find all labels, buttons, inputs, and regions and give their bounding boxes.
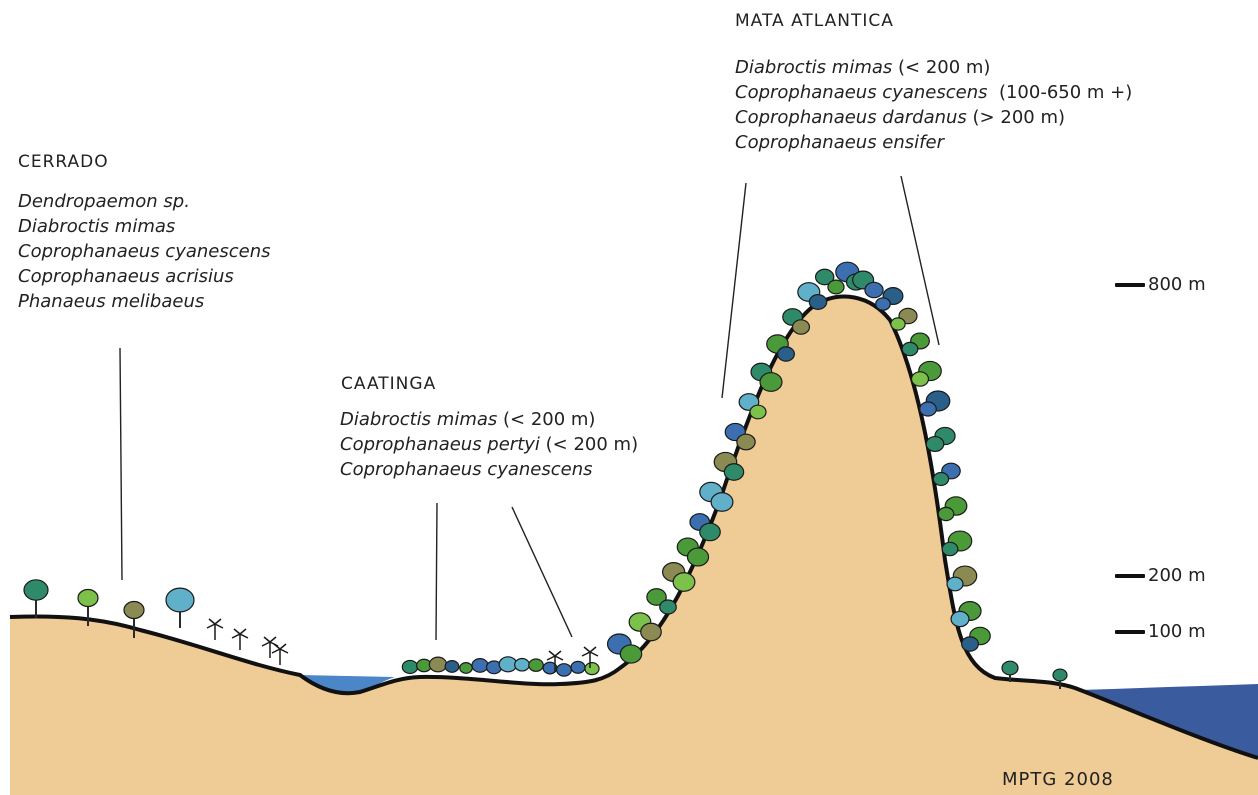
species-entry: Phanaeus melibaeus bbox=[18, 289, 271, 314]
tree-canopy bbox=[711, 493, 733, 512]
cerrado-pointer-line bbox=[120, 348, 122, 580]
tree-canopy bbox=[673, 573, 695, 591]
altitude-tick bbox=[1115, 283, 1145, 287]
tree-canopy bbox=[585, 663, 599, 675]
species-entry: Coprophanaeus cyanescens bbox=[340, 457, 638, 482]
species-name: Coprophanaeus cyanescens bbox=[18, 241, 271, 262]
species-entry: Coprophanaeus pertyi (< 200 m) bbox=[340, 432, 638, 457]
altitude-marker-800: 800 m bbox=[1115, 274, 1206, 296]
caatinga-title: CAATINGA bbox=[341, 372, 436, 397]
tree-canopy bbox=[620, 645, 641, 663]
cerrado-title: CERRADO bbox=[18, 150, 109, 175]
species-entry: Coprophanaeus cyanescens (100-650 m +) bbox=[735, 80, 1132, 105]
tree-canopy bbox=[809, 295, 826, 310]
species-entry: Coprophanaeus ensifer bbox=[735, 130, 1132, 155]
tree-canopy bbox=[166, 588, 194, 612]
tree-canopy bbox=[951, 611, 969, 626]
palm-tree bbox=[262, 637, 278, 658]
tree-canopy bbox=[641, 623, 662, 640]
altitude-marker-200: 200 m bbox=[1115, 565, 1206, 587]
tree-canopy bbox=[942, 542, 958, 555]
palm-tree bbox=[232, 629, 248, 650]
tree-canopy bbox=[933, 473, 948, 486]
species-name: Coprophanaeus pertyi bbox=[340, 434, 540, 455]
species-altitude-note: (< 200 m) bbox=[497, 409, 595, 430]
tree-canopy bbox=[1002, 661, 1018, 675]
species-name: Coprophanaeus cyanescens bbox=[340, 459, 593, 480]
tree-canopy bbox=[962, 637, 979, 651]
tree-canopy bbox=[472, 659, 488, 673]
mata-pointer-line-1 bbox=[722, 183, 746, 398]
species-entry: Coprophanaeus dardanus (> 200 m) bbox=[735, 105, 1132, 130]
species-entry: Diabroctis mimas (< 200 m) bbox=[340, 407, 638, 432]
tree-canopy bbox=[124, 602, 144, 619]
species-entry: Diabroctis mimas (< 200 m) bbox=[735, 55, 1132, 80]
tree-canopy bbox=[1053, 669, 1067, 681]
ground-profile bbox=[10, 297, 1258, 795]
altitude-label-200: 200 m bbox=[1148, 565, 1206, 586]
caatinga-pointer-line-1 bbox=[436, 503, 437, 640]
tree-canopy bbox=[793, 320, 810, 334]
altitude-marker-100: 100 m bbox=[1115, 621, 1206, 643]
species-name: Coprophanaeus acrisius bbox=[18, 266, 234, 287]
altitude-label-800: 800 m bbox=[1148, 274, 1206, 295]
tree-canopy bbox=[947, 577, 963, 591]
tree-canopy bbox=[78, 590, 98, 607]
tree-canopy bbox=[402, 660, 417, 673]
altitude-label-100: 100 m bbox=[1148, 621, 1206, 642]
altitude-tick bbox=[1115, 574, 1145, 578]
caatinga-pointer-line-2 bbox=[512, 507, 572, 637]
species-name: Coprophanaeus ensifer bbox=[735, 132, 944, 153]
tree-canopy bbox=[902, 342, 918, 355]
species-entry: Coprophanaeus cyanescens bbox=[18, 239, 271, 264]
tree-canopy bbox=[912, 372, 929, 386]
palm-tree bbox=[207, 619, 223, 640]
tree-canopy bbox=[891, 318, 905, 330]
tree-canopy bbox=[778, 347, 795, 361]
tree-canopy bbox=[529, 659, 544, 671]
species-entry: Coprophanaeus acrisius bbox=[18, 264, 271, 289]
tree-canopy bbox=[460, 663, 472, 674]
mata-atlantica-species-list: Diabroctis mimas (< 200 m)Coprophanaeus … bbox=[735, 55, 1132, 155]
species-name: Coprophanaeus dardanus bbox=[735, 107, 967, 128]
species-name: Diabroctis mimas bbox=[340, 409, 497, 430]
tree-canopy bbox=[700, 523, 720, 540]
species-name: Phanaeus melibaeus bbox=[18, 291, 204, 312]
tree-canopy bbox=[687, 548, 708, 566]
species-altitude-note: (< 200 m) bbox=[540, 434, 638, 455]
tree-canopy bbox=[557, 664, 572, 676]
tree-canopy bbox=[724, 464, 743, 480]
tree-canopy bbox=[828, 280, 844, 294]
species-name: Diabroctis mimas bbox=[735, 57, 892, 78]
tree-canopy bbox=[876, 298, 891, 310]
tree-canopy bbox=[737, 434, 755, 450]
tree-canopy bbox=[938, 507, 954, 520]
species-entry: Diabroctis mimas bbox=[18, 214, 271, 239]
species-name: Dendropaemon sp. bbox=[18, 191, 190, 212]
tree-canopy bbox=[920, 402, 937, 416]
species-altitude-note: (> 200 m) bbox=[967, 107, 1065, 128]
tree-canopy bbox=[660, 600, 677, 614]
species-name: Diabroctis mimas bbox=[18, 216, 175, 237]
tree-canopy bbox=[429, 657, 446, 672]
species-name: Coprophanaeus cyanescens bbox=[735, 82, 988, 103]
tree-canopy bbox=[571, 661, 585, 673]
species-altitude-note: (100-650 m +) bbox=[988, 82, 1133, 103]
caatinga-species-list: Diabroctis mimas (< 200 m)Coprophanaeus … bbox=[340, 407, 638, 482]
tree-canopy bbox=[445, 661, 459, 673]
tree-canopy bbox=[24, 580, 48, 600]
credit-label: MPTG 2008 bbox=[1002, 769, 1114, 790]
tree-canopy bbox=[515, 658, 530, 670]
tree-canopy bbox=[750, 405, 766, 419]
tree-canopy bbox=[760, 373, 782, 392]
species-entry: Dendropaemon sp. bbox=[18, 189, 271, 214]
species-altitude-note: (< 200 m) bbox=[892, 57, 990, 78]
tree-canopy bbox=[865, 282, 883, 297]
tree-canopy bbox=[926, 437, 944, 452]
mata-atlantica-title: MATA ATLANTICA bbox=[735, 9, 894, 34]
palm-tree bbox=[272, 644, 288, 665]
altitude-tick bbox=[1115, 630, 1145, 634]
